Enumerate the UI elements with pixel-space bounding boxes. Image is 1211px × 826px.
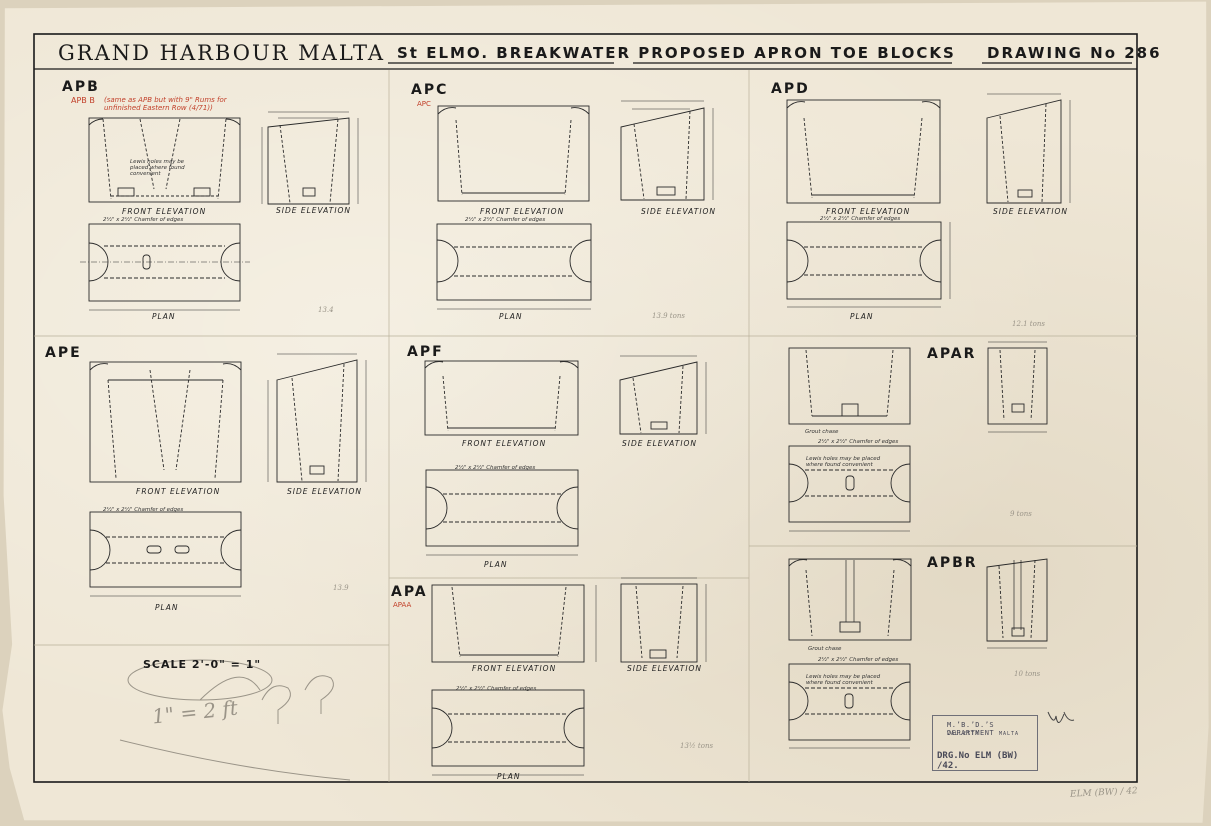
stamp-place-valletta: VALLETTA: [947, 731, 980, 737]
apb-plan: [80, 223, 250, 311]
block-note-apb: (same as APB but with 9" Rums for unfini…: [104, 96, 227, 112]
weight-ape: 13.9: [333, 584, 349, 592]
apa-plan-label: PLAN: [497, 772, 521, 781]
lewis-note-apb: Lewis holes may be placed where found co…: [130, 159, 185, 177]
apar-plan: [788, 445, 911, 532]
block-name-apbr: APBR: [927, 555, 978, 571]
weight-apb: 13.4: [318, 306, 334, 314]
chamfer-note-apa: 2½" x 2½" Chamfer of edges: [456, 686, 537, 692]
grout-note-apar: Grout chase: [805, 429, 839, 435]
apar-front-elevation: [788, 347, 911, 425]
apf-side-elevation: [619, 355, 707, 435]
grout-note-apbr: Grout chase: [808, 646, 842, 652]
handwritten-initials: [1047, 711, 1075, 723]
stamp-place-malta: MALTA: [999, 731, 1020, 737]
stamp-department: M.’B.’D.’S DEPARTMENT: [947, 721, 995, 737]
drawing-border: [33, 33, 1138, 783]
weight-apar: 9 tons: [1010, 510, 1032, 518]
apbr-front-elevation: [788, 558, 912, 641]
weight-apa: 13½ tons: [680, 742, 714, 750]
lewis-note-apbr: Lewis holes may be placed where found co…: [806, 674, 881, 686]
weight-apd: 12.1 tons: [1012, 320, 1045, 328]
panel-dividers: [34, 70, 1137, 782]
scale-label: SCALE 2'-0" = 1": [143, 658, 262, 671]
apb-front-elevation: [88, 117, 241, 203]
apf-front-elevation: [424, 360, 579, 436]
apf-plan-label: PLAN: [484, 560, 508, 569]
apa-plan: [431, 689, 585, 776]
apf-front-label: FRONT ELEVATION: [462, 439, 547, 448]
pencil-annotations: [119, 659, 351, 781]
ape-front-elevation: [89, 361, 242, 483]
apa-side-elevation: [620, 577, 707, 663]
block-alt-apc: APC: [417, 100, 431, 108]
apa-front-label: FRONT ELEVATION: [472, 664, 557, 673]
apf-plan: [425, 469, 579, 556]
drawing-number: DRAWING No 286: [987, 44, 1162, 62]
block-name-apb: APB: [62, 79, 100, 95]
weight-apbr: 10 tons: [1014, 670, 1041, 678]
department-stamp: M.’B.’D.’S DEPARTMENT VALLETTA MALTA DRG…: [932, 715, 1038, 771]
apd-plan-label: PLAN: [850, 312, 874, 321]
chamfer-note-apc: 2½" x 2½" Chamfer of edges: [465, 217, 546, 223]
apc-plan-label: PLAN: [499, 312, 523, 321]
ape-front-label: FRONT ELEVATION: [136, 487, 221, 496]
block-name-apd: APD: [771, 81, 810, 97]
chamfer-note-apb: 2½" x 2½" Chamfer of edges: [103, 217, 184, 223]
block-name-apf: APF: [407, 344, 444, 360]
block-name-apc: APC: [411, 82, 449, 98]
apar-side-elevation: [987, 341, 1048, 433]
chamfer-note-apar: 2½" x 2½" Chamfer of edges: [818, 439, 899, 445]
apb-side-label: SIDE ELEVATION: [276, 206, 352, 215]
title-project: St ELMO. BREAKWATER PROPOSED APRON TOE B…: [397, 44, 956, 62]
apbr-plan: [788, 663, 911, 749]
ape-side-label: SIDE ELEVATION: [287, 487, 363, 496]
apd-plan: [786, 221, 951, 308]
weight-apc: 13.9 tons: [652, 312, 685, 320]
apb-side-elevation: [261, 111, 359, 205]
apd-front-label: FRONT ELEVATION: [826, 207, 911, 216]
chamfer-note-apd: 2½" x 2½" Chamfer of edges: [820, 216, 901, 222]
block-name-apa: APA: [391, 584, 428, 600]
ape-plan-label: PLAN: [155, 603, 179, 612]
apa-side-label: SIDE ELEVATION: [627, 664, 703, 673]
apd-front-elevation: [786, 99, 941, 204]
apc-plan: [436, 223, 592, 310]
ape-side-elevation: [267, 353, 367, 483]
title-location: GRAND HARBOUR MALTA: [58, 41, 386, 65]
stamp-drawing-ref: DRG.No ELM (BW) /42.: [937, 751, 1019, 771]
apc-front-label: FRONT ELEVATION: [480, 207, 565, 216]
block-name-apar: APAR: [927, 346, 977, 362]
apc-front-elevation: [437, 105, 590, 202]
apd-side-label: SIDE ELEVATION: [993, 207, 1069, 216]
apc-side-label: SIDE ELEVATION: [641, 207, 717, 216]
apd-side-elevation: [986, 93, 1071, 204]
apa-front-elevation: [431, 584, 597, 663]
apc-side-elevation: [620, 100, 714, 201]
chamfer-note-apf: 2½" x 2½" Chamfer of edges: [455, 465, 536, 471]
apb-front-label: FRONT ELEVATION: [122, 207, 207, 216]
apf-side-label: SIDE ELEVATION: [622, 439, 698, 448]
block-name-ape: APE: [45, 345, 82, 361]
apbr-side-elevation: [986, 558, 1048, 649]
ape-plan: [89, 511, 242, 597]
chamfer-note-ape: 2½" x 2½" Chamfer of edges: [103, 507, 184, 513]
chamfer-note-apbr: 2½" x 2½" Chamfer of edges: [818, 657, 899, 663]
apb-plan-label: PLAN: [152, 312, 176, 321]
block-alt-apa: APAA: [393, 601, 412, 609]
block-alt-apb: APB B: [71, 96, 95, 105]
lewis-note-apar: Lewis holes may be placed where found co…: [806, 456, 881, 468]
